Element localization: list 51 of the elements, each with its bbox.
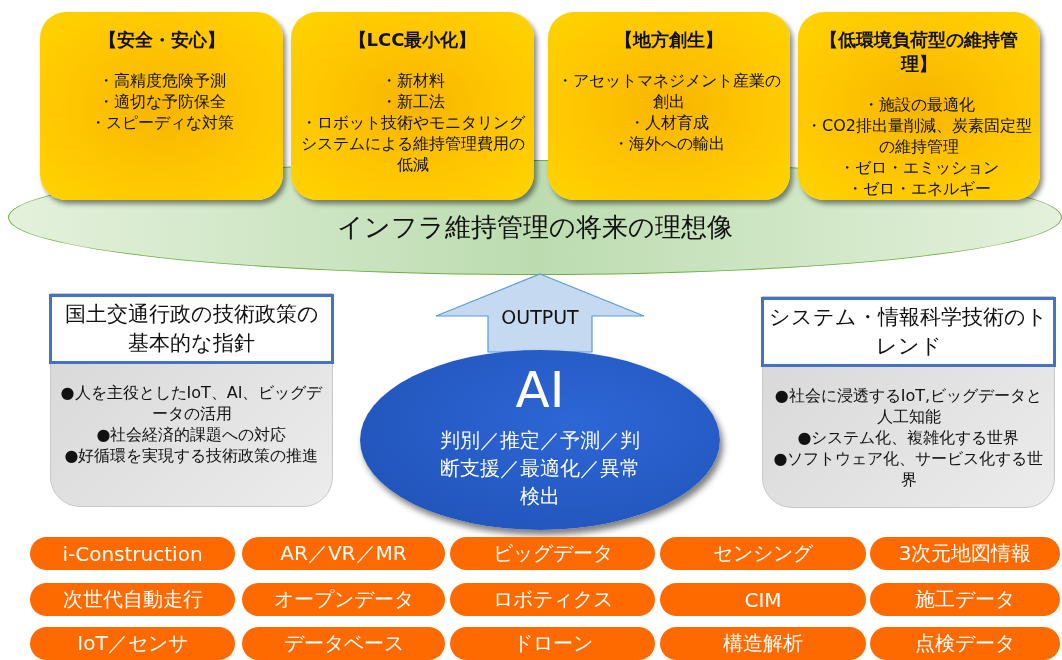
keyword-pill: CIM — [660, 583, 866, 616]
keyword-pill: ロボティクス — [450, 583, 655, 616]
bullet-item: ・ゼロ・エネルギー — [846, 178, 992, 199]
heading-box: システム・情報科学技術のトレンド — [761, 297, 1056, 367]
ai-functions: 判別／推定／予測／判断支援／最適化／異常検出 — [439, 427, 641, 510]
bullet-item: ・人材育成 — [628, 112, 710, 133]
keyword-pill: ドローン — [450, 627, 655, 660]
bullet-item: ・高精度危険予測 — [96, 70, 227, 91]
keyword-pill: 次世代自動走行 — [30, 583, 235, 616]
box-heading: 【安全・安心】 — [97, 28, 226, 52]
bullet-item: ●社会経済的課題への対応 — [95, 424, 288, 445]
bullet-item: ・アセットマネジメント産業の創出 — [556, 70, 782, 112]
keyword-pill: IoT／センサ — [30, 627, 235, 660]
keyword-pill: 施工データ — [870, 583, 1060, 616]
goal-box — [40, 12, 283, 200]
bullet-item: ・適切な予防保全 — [96, 91, 227, 112]
keyword-pill: オープンデータ — [242, 583, 445, 616]
info-panel — [50, 293, 333, 507]
bullet-item: ●人を主役としたIoT、AI、ビッグデータの活用 — [59, 382, 324, 424]
keyword-pill: 点検データ — [870, 627, 1060, 660]
box-heading: 【LCC最小化】 — [347, 28, 478, 52]
edge-label: OUTPUT — [501, 306, 579, 328]
heading-box: 国土交通行政の技術政策の基本的な指針 — [49, 294, 334, 364]
bullet-item: ・ロボット技術やモニタリングシステムによる維持管理費用の低減 — [299, 112, 526, 175]
bullet-item: ●社会に浸透するIoT,ビッグデータと人工知能 — [773, 385, 1044, 427]
keyword-pill: 3次元地図情報 — [870, 537, 1060, 570]
goal-box — [291, 12, 534, 200]
bullet-item: ・スピーディな対策 — [88, 112, 235, 133]
goal-box — [798, 12, 1040, 200]
bullet-item: ・CO2排出量削減、炭素固定型の維持管理 — [806, 115, 1032, 157]
ai-title: AI — [514, 362, 566, 418]
bullet-item: ・海外への輸出 — [612, 133, 726, 154]
bullet-item: ・新工法 — [379, 91, 446, 112]
box-heading: 【地方創生】 — [614, 28, 724, 52]
bullet-item: ・施設の最適化 — [862, 94, 976, 115]
bullet-item: ●ソフトウェア化、サービス化する世界 — [772, 448, 1045, 490]
keyword-pill: データベース — [242, 627, 445, 660]
box-heading: 【低環境負荷型の維持管理】 — [819, 28, 1019, 76]
bullet-item: ・新材料 — [379, 70, 446, 91]
bullet-item: ●システム化、複雑化する世界 — [796, 427, 1021, 448]
info-panel — [762, 296, 1055, 508]
bullet-item: ●好循環を実現する技術政策の推進 — [63, 445, 320, 466]
goal-box — [548, 12, 790, 200]
keyword-pill: ビッグデータ — [450, 537, 655, 570]
keyword-pill: i-Construction — [30, 537, 235, 570]
block-arrow — [435, 273, 645, 353]
keyword-pill: センシング — [660, 537, 866, 570]
bullet-item: ・ゼロ・エミッション — [838, 157, 1000, 178]
keyword-pill: AR／VR／MR — [242, 537, 445, 570]
ellipse-caption: インフラ維持管理の将来の理想像 — [336, 211, 734, 243]
keyword-pill: 構造解析 — [660, 627, 866, 660]
